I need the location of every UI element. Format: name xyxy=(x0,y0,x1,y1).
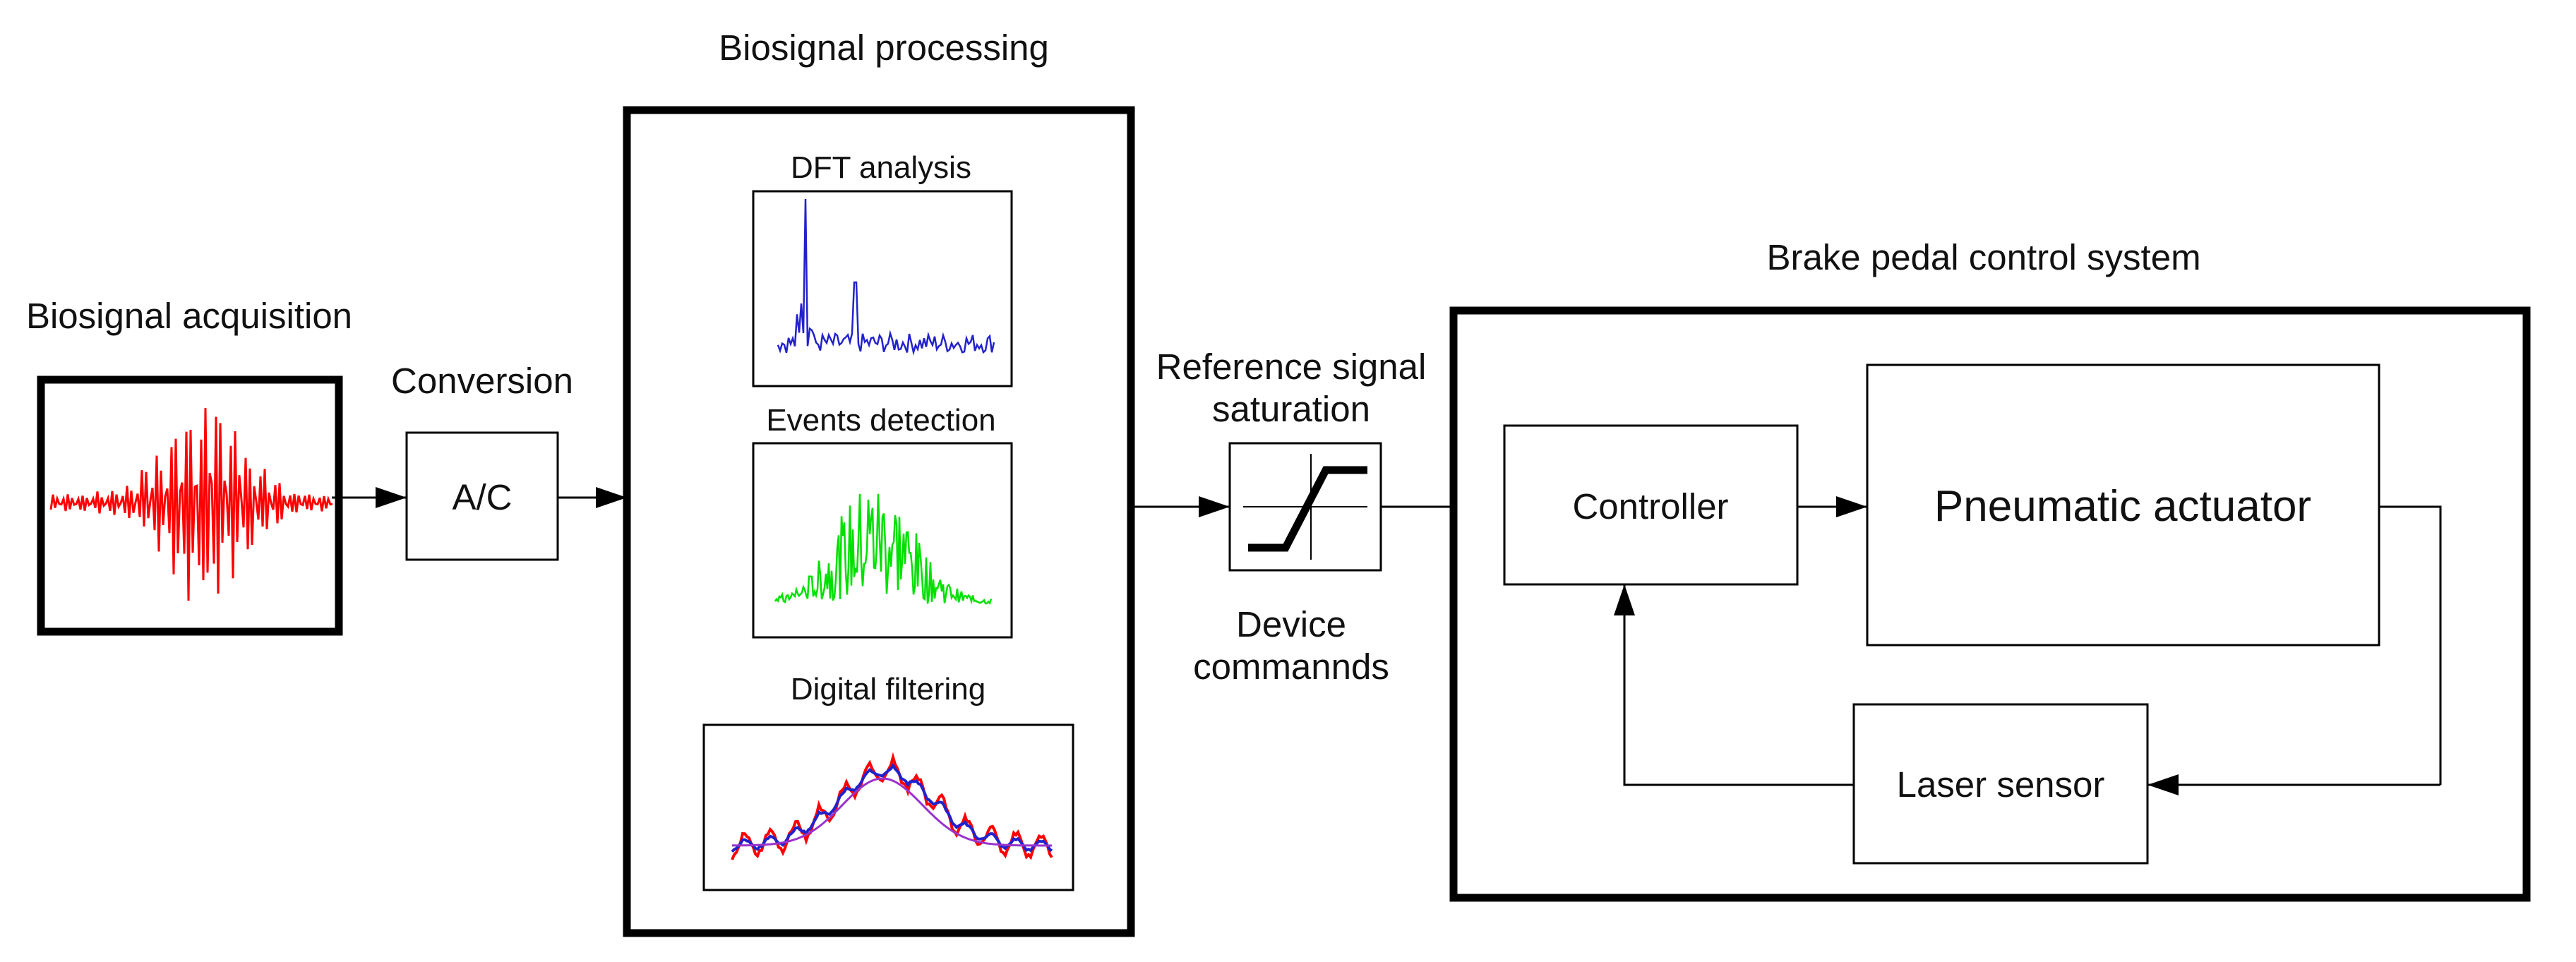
actuator-block xyxy=(1866,363,2380,647)
saturation-title-line1: Reference signal xyxy=(1156,347,1427,387)
device-label-line2: commannds xyxy=(1193,647,1389,687)
processing-title: Biosignal processing xyxy=(719,28,1049,68)
ac-block xyxy=(405,431,559,561)
feedback-actuator-line xyxy=(2379,505,2442,785)
events-signal xyxy=(774,493,993,606)
laser-block xyxy=(1852,703,2149,865)
actuator-label: Pneumatic actuator xyxy=(1934,482,2311,531)
acquisition-title: Biosignal acquisition xyxy=(26,296,352,336)
events-title: Events detection xyxy=(766,403,995,438)
controller-label: Controller xyxy=(1572,486,1728,527)
ac-block-label: A/C xyxy=(452,477,512,517)
saturation-curve-icon xyxy=(1248,466,1367,552)
saturation-title-line2: saturation xyxy=(1212,389,1370,429)
laser-label: Laser sensor xyxy=(1897,764,2105,805)
arrow-laser-to-controller xyxy=(1614,584,1854,786)
dft-spectrum xyxy=(777,198,995,356)
dft-title: DFT analysis xyxy=(791,150,971,185)
controller-block xyxy=(1503,424,1799,586)
conversion-title: Conversion xyxy=(391,361,573,401)
filter-envelope-signal xyxy=(732,777,1052,847)
filtering-title: Digital filtering xyxy=(791,672,986,707)
filtering-panel xyxy=(702,723,1074,891)
brake-system-title: Brake pedal control system xyxy=(1766,237,2200,277)
emg-signal xyxy=(49,408,333,601)
dft-panel xyxy=(752,190,1013,387)
device-label-line1: Device xyxy=(1236,604,1346,644)
